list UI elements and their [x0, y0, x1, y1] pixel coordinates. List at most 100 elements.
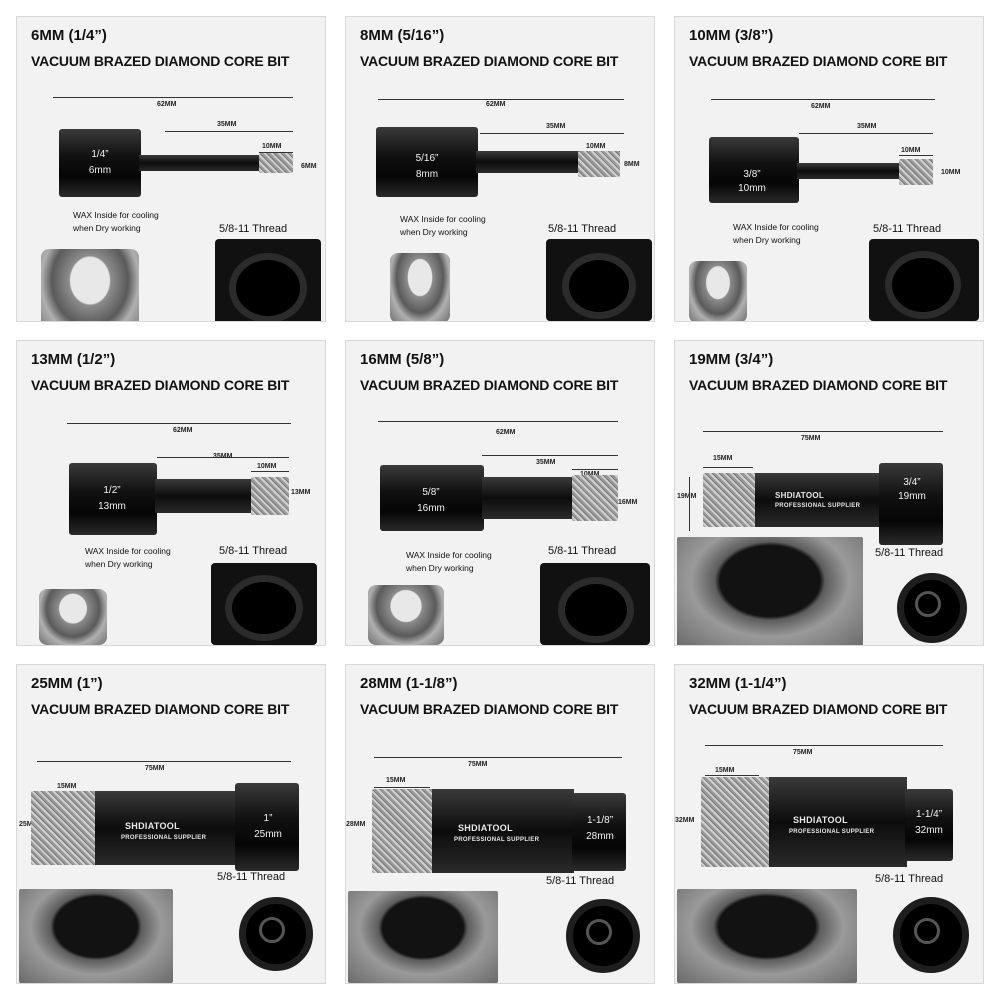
- core-bit-end-photo: [689, 261, 747, 321]
- thread-label: 5/8-11 Thread: [217, 871, 286, 883]
- thread-label: 5/8-11 Thread: [548, 545, 617, 557]
- product-title: VACUUM BRAZED DIAMOND CORE BIT: [31, 53, 290, 69]
- size-title: 13MM (1/2”): [31, 351, 116, 368]
- bit-mm-label: 25mm: [254, 829, 282, 840]
- thread-photo: [211, 563, 317, 645]
- dimension-total: 75MM: [793, 749, 813, 756]
- bit-mm-label: 13mm: [98, 501, 126, 512]
- bit-body: [432, 789, 574, 873]
- bit-body: [755, 473, 881, 527]
- bit-body: [380, 465, 484, 531]
- product-title: VACUUM BRAZED DIAMOND CORE BIT: [360, 53, 619, 69]
- product-title: VACUUM BRAZED DIAMOND CORE BIT: [360, 377, 619, 393]
- dimension-diameter: 6MM: [301, 163, 317, 170]
- bit-mm-label: 28mm: [586, 831, 614, 842]
- bit-body: [59, 129, 141, 197]
- thread-label: 5/8-11 Thread: [219, 545, 288, 557]
- product-title: VACUUM BRAZED DIAMOND CORE BIT: [689, 377, 948, 393]
- bit-mm-label: 6mm: [88, 165, 112, 176]
- dimension-total: 75MM: [801, 435, 821, 442]
- dimension-line-total: [378, 421, 618, 422]
- core-bit-end-photo: [39, 589, 107, 645]
- bit-mm-label: 19mm: [898, 491, 926, 502]
- brand-subtitle: PROFESSIONAL SUPPLIER: [789, 829, 875, 835]
- dimension-line-tip: [572, 469, 618, 470]
- bit-mm-label: 16mm: [417, 503, 445, 514]
- dimension-line-total: [67, 423, 291, 424]
- dimension-tip: 15MM: [386, 777, 406, 784]
- dimension-tip: 15MM: [715, 767, 735, 774]
- brand-subtitle: PROFESSIONAL SUPPLIER: [454, 837, 540, 843]
- dimension-mid: 35MM: [213, 453, 233, 460]
- dimension-tip: 10MM: [580, 471, 599, 478]
- bit-body: [376, 127, 478, 197]
- dimension-line-mid: [799, 133, 933, 134]
- bit-inch-label: 1/4”: [91, 149, 109, 160]
- bit-diamond-tip: [251, 477, 289, 515]
- dimension-diameter: 16MM: [618, 499, 638, 506]
- thread-photo: [554, 891, 652, 983]
- size-title: 6MM (1/4”): [31, 27, 107, 44]
- panel-8mm: 8MM (5/16”) VACUUM BRAZED DIAMOND CORE B…: [345, 16, 655, 322]
- dimension-total: 62MM: [173, 427, 193, 434]
- bit-body: [709, 137, 799, 203]
- bit-mm-label: 32mm: [915, 825, 943, 836]
- dimension-total: 62MM: [811, 103, 831, 110]
- bit-neck: [476, 151, 580, 173]
- bit-inch-label: 1/2”: [103, 485, 121, 496]
- bit-inch-label: 1-1/4”: [915, 809, 943, 820]
- dimension-total: 62MM: [486, 101, 506, 108]
- thread-label: 5/8-11 Thread: [546, 875, 615, 887]
- dimension-diameter: 28MM: [346, 821, 366, 828]
- bit-diamond-tip: [372, 789, 434, 873]
- product-title: VACUUM BRAZED DIAMOND CORE BIT: [360, 701, 619, 717]
- product-title: VACUUM BRAZED DIAMOND CORE BIT: [689, 701, 948, 717]
- size-title: 32MM (1-1/4”): [689, 675, 787, 692]
- dimension-total: 62MM: [157, 101, 177, 108]
- dimension-diameter: 10MM: [941, 169, 961, 176]
- bit-neck: [155, 479, 253, 513]
- bit-shank: [879, 463, 943, 545]
- dimension-total: 75MM: [468, 761, 488, 768]
- size-title: 8MM (5/16”): [360, 27, 445, 44]
- product-title: VACUUM BRAZED DIAMOND CORE BIT: [31, 377, 290, 393]
- bit-neck: [797, 163, 901, 179]
- dimension-mid: 35MM: [536, 459, 556, 466]
- panel-6mm: 6MM (1/4”) VACUUM BRAZED DIAMOND CORE BI…: [16, 16, 326, 322]
- bit-neck: [139, 155, 261, 171]
- panel-25mm: 25MM (1”) VACUUM BRAZED DIAMOND CORE BIT…: [16, 664, 326, 984]
- panel-16mm: 16MM (5/8”) VACUUM BRAZED DIAMOND CORE B…: [345, 340, 655, 646]
- dimension-tip: 10MM: [901, 147, 921, 154]
- thread-label: 5/8-11 Thread: [548, 223, 617, 235]
- thread-photo: [879, 567, 981, 645]
- product-title: VACUUM BRAZED DIAMOND CORE BIT: [689, 53, 948, 69]
- thread-photo: [227, 889, 323, 983]
- size-title: 28MM (1-1/8”): [360, 675, 458, 692]
- dimension-tip: 10MM: [257, 463, 277, 470]
- thread-label: 5/8-11 Thread: [875, 547, 944, 559]
- brand-logo: SHDIATOOL: [458, 823, 513, 833]
- dimension-line-mid: [482, 455, 618, 456]
- size-title: 10MM (3/8”): [689, 27, 774, 44]
- thread-label: 5/8-11 Thread: [875, 873, 944, 885]
- panel-19mm: 19MM (3/4”) VACUUM BRAZED DIAMOND CORE B…: [674, 340, 984, 646]
- dimension-line-total: [37, 761, 291, 762]
- core-bit-end-photo: [368, 585, 444, 645]
- bit-diamond-tip: [259, 153, 293, 173]
- brand-logo: SHDIATOOL: [125, 821, 180, 831]
- bit-neck: [482, 477, 574, 519]
- bit-diamond-tip: [578, 151, 620, 177]
- bit-inch-label: 3/4”: [903, 477, 921, 488]
- thread-photo: [540, 563, 650, 645]
- bit-mm-label: 10mm: [738, 183, 766, 194]
- core-bit-end-photo: [677, 889, 857, 983]
- dimension-line-total: [703, 431, 943, 432]
- dimension-line-tip: [259, 152, 293, 153]
- dimension-line-total: [378, 99, 624, 100]
- dimension-tip: 15MM: [713, 455, 733, 462]
- core-bit-end-photo: [390, 253, 450, 321]
- bit-diamond-tip: [572, 475, 618, 521]
- dimension-tip: 10MM: [586, 143, 606, 150]
